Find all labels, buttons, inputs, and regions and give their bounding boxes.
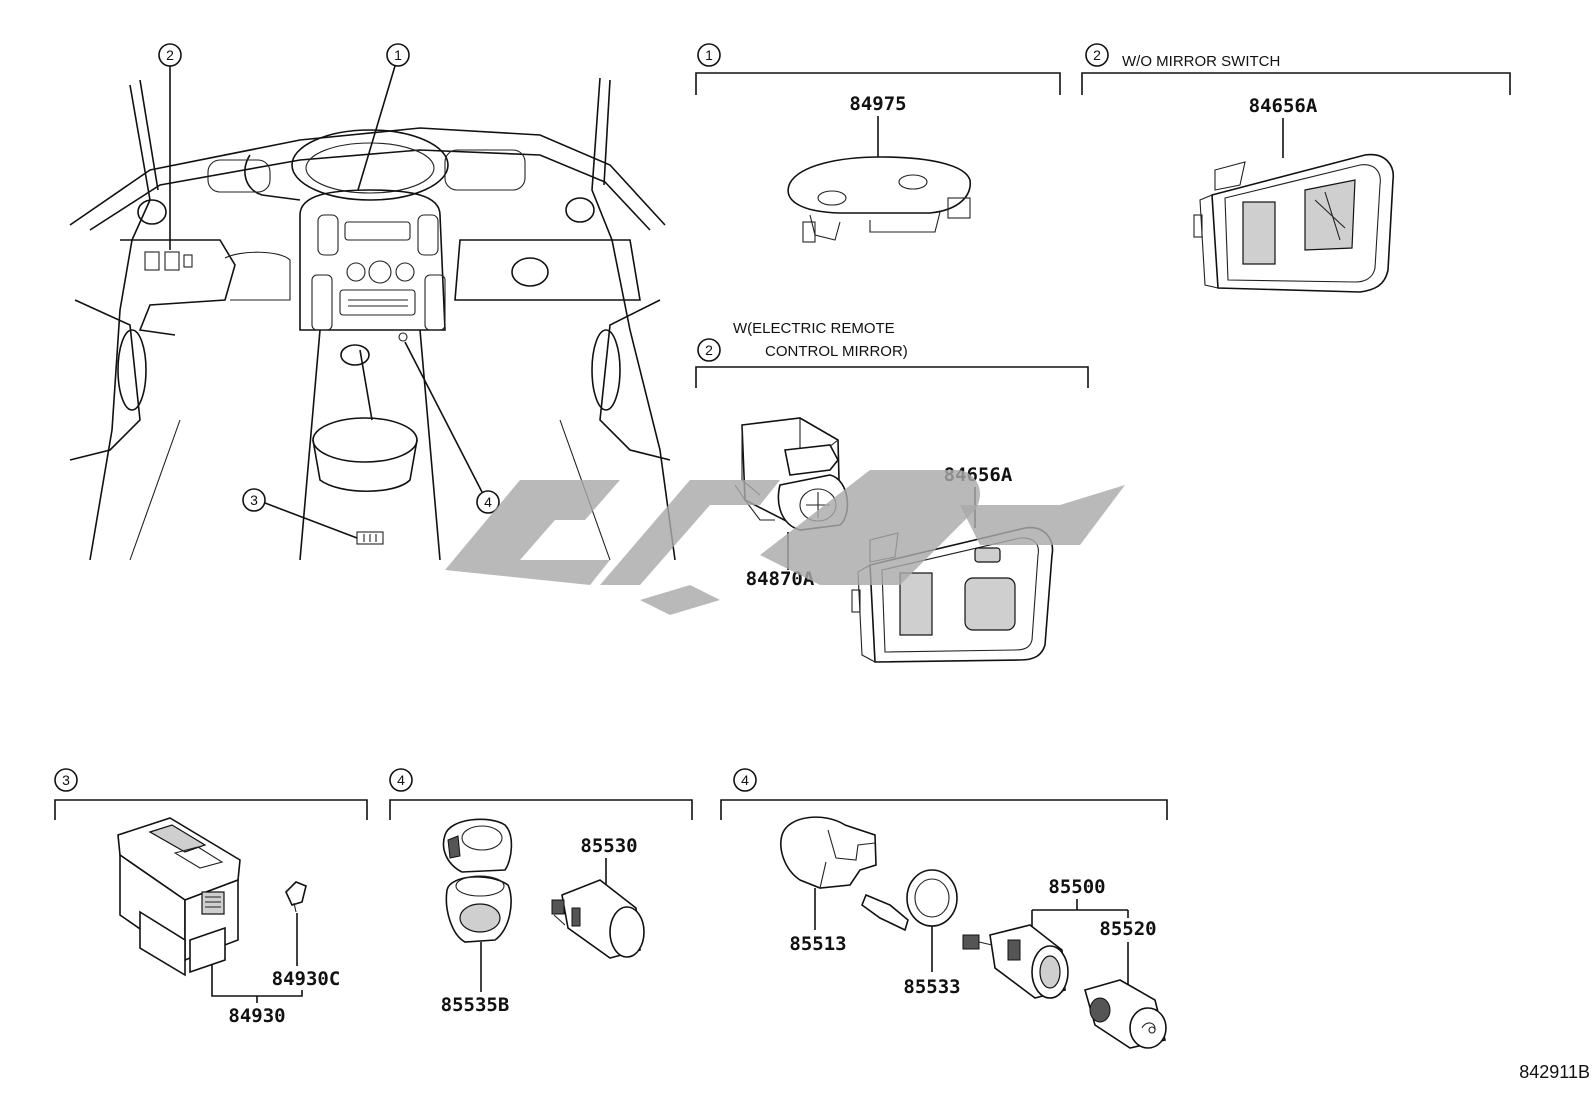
group-4b: 4 85513 85533 85500 85520 bbox=[720, 768, 1168, 1049]
part-85535B-drawing bbox=[442, 818, 513, 943]
group-2-wo-mirror: 2 W/O MIRROR SWITCH 84656A bbox=[1081, 43, 1511, 293]
part-84870A-drawing bbox=[734, 417, 849, 531]
part-84930-drawing bbox=[117, 817, 241, 977]
group-note-line-1: W(ELECTRIC REMOTE bbox=[733, 320, 895, 337]
part-number-84656A[interactable]: 84656A bbox=[1249, 95, 1318, 117]
part-number-84930[interactable]: 84930 bbox=[228, 1005, 285, 1027]
group-4a: 4 85535B 85530 bbox=[389, 768, 693, 1016]
group-callout: 4 bbox=[741, 772, 749, 788]
part-84656A-drawing bbox=[1193, 153, 1394, 293]
part-number-84930C[interactable]: 84930C bbox=[272, 968, 341, 990]
overview-callout-3: 3 bbox=[242, 488, 358, 539]
part-number-84975[interactable]: 84975 bbox=[849, 93, 906, 115]
callout-label: 3 bbox=[250, 492, 258, 508]
watermark-logo bbox=[445, 470, 1125, 615]
callout-label: 2 bbox=[166, 47, 174, 63]
part-84930C-drawing bbox=[285, 881, 307, 913]
part-number-85535B[interactable]: 85535B bbox=[441, 994, 510, 1016]
group-callout: 4 bbox=[397, 772, 405, 788]
part-number-85533[interactable]: 85533 bbox=[903, 976, 960, 998]
overview-callout-2: 2 bbox=[158, 43, 182, 250]
group-callout: 3 bbox=[62, 772, 70, 788]
part-number-85513[interactable]: 85513 bbox=[789, 933, 846, 955]
group-callout: 2 bbox=[705, 342, 713, 358]
part-85533-drawing bbox=[861, 869, 958, 932]
diagram-id: 842911B bbox=[1519, 1062, 1590, 1082]
group-note: W/O MIRROR SWITCH bbox=[1122, 53, 1280, 70]
dashboard-overview bbox=[69, 77, 676, 561]
part-number-85500[interactable]: 85500 bbox=[1048, 876, 1105, 898]
callout-label: 4 bbox=[484, 494, 492, 510]
group-1: 1 84975 bbox=[695, 43, 1061, 243]
group-callout: 2 bbox=[1093, 47, 1101, 63]
part-number-85520[interactable]: 85520 bbox=[1099, 918, 1156, 940]
part-85520-drawing bbox=[1084, 979, 1167, 1049]
group-3: 3 84930C 84930 bbox=[54, 768, 368, 1027]
overview-callout-4: 4 bbox=[404, 341, 500, 514]
overview-callout-1: 1 bbox=[357, 43, 410, 191]
part-85500-drawing bbox=[962, 924, 1069, 999]
group-callout: 1 bbox=[705, 47, 713, 63]
part-85513-drawing bbox=[780, 816, 877, 889]
part-85530-drawing bbox=[551, 879, 645, 959]
group-note-line-2: CONTROL MIRROR) bbox=[765, 343, 908, 360]
part-number-85530[interactable]: 85530 bbox=[580, 835, 637, 857]
part-84975-drawing bbox=[787, 156, 971, 243]
callout-label: 1 bbox=[394, 47, 402, 63]
